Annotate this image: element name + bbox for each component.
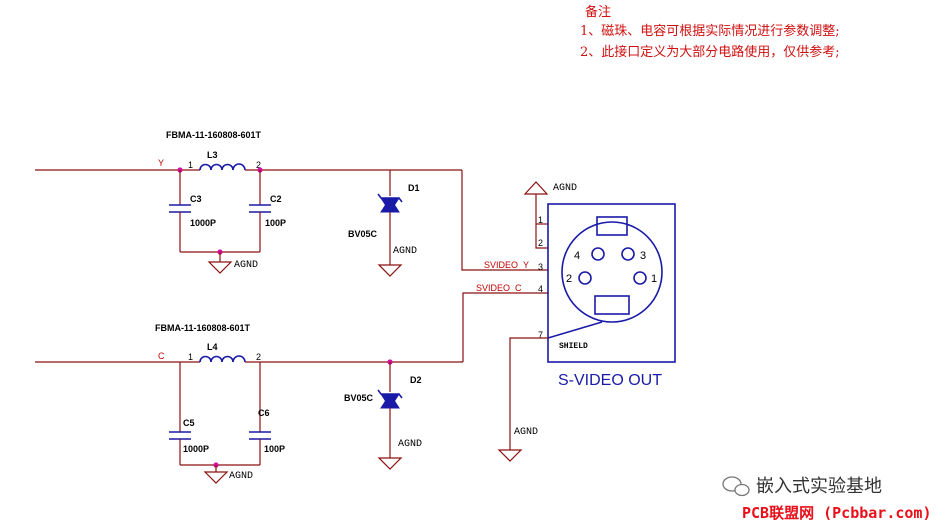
d2-ref-label: D2	[410, 375, 422, 385]
notes-block: 备注 1、磁珠、电容可根据实际情况进行参数调整; 2、此接口定义为大部分电路使用…	[580, 4, 840, 60]
conn-pin-7-label: 7	[538, 330, 543, 340]
shield-leader	[547, 321, 603, 339]
c3-value-label: 1000P	[190, 218, 216, 228]
ground-label: AGND	[234, 260, 258, 271]
l4-pin1-label: 1	[188, 352, 193, 362]
conn-pin-2-label: 2	[538, 238, 543, 248]
ground-label: AGND	[514, 427, 538, 438]
note-line-1: 1、磁珠、电容可根据实际情况进行参数调整;	[580, 23, 840, 39]
ferrite-bead-l3-icon	[199, 163, 246, 171]
ground-label: AGND	[393, 246, 417, 257]
connector-title: S-VIDEO OUT	[558, 372, 662, 389]
ground-icon	[497, 449, 523, 462]
face-pin-3	[621, 247, 635, 261]
ground-icon	[377, 264, 403, 277]
shield-wire	[509, 337, 548, 450]
l4-pin2-label: 2	[256, 352, 261, 362]
tvs-diode-d1-bar	[377, 193, 403, 203]
l3-part-label: FBMA-11-160808-601T	[166, 130, 262, 140]
c6-value-label: 100P	[264, 444, 285, 454]
face-pin-2-label: 2	[566, 273, 572, 285]
c2-value-label: 100P	[265, 218, 286, 228]
l4-ref-label: L4	[207, 342, 218, 352]
ground-icon	[377, 457, 403, 470]
conn-pin-4-label: 4	[538, 284, 543, 294]
watermark-line-1: 嵌入式实验基地	[756, 476, 882, 497]
face-pin-1-label: 1	[651, 273, 657, 285]
c5-value-label: 1000P	[183, 444, 209, 454]
watermark-line-2: PCB联盟网 (Pcbbar.com)	[742, 504, 932, 522]
c-out-wire	[462, 292, 548, 362]
c3-ref-label: C3	[190, 194, 202, 204]
face-pin-4	[591, 247, 605, 261]
ground-label: AGND	[398, 439, 422, 450]
ground-icon	[523, 181, 549, 195]
y-out-wire	[461, 170, 548, 271]
d1-ref-label: D1	[408, 183, 420, 193]
ground-label: AGND	[553, 183, 577, 194]
connector-face	[561, 221, 663, 323]
l3-ref-label: L3	[207, 150, 218, 160]
wechat-icon	[722, 476, 750, 497]
svideo-c-net-label: SVIDEO_C	[476, 283, 522, 293]
face-pin-3-label: 3	[640, 250, 646, 262]
l3-pin2-label: 2	[256, 160, 261, 170]
d1-part-label: BV05C	[348, 229, 378, 239]
l3-pin1-label: 1	[188, 160, 193, 170]
y-channel: Y FBMA-11-160808-601T L3 1 2 C3 1000P C2…	[35, 130, 548, 277]
shield-label: SHIELD	[559, 342, 588, 351]
ground-icon	[203, 471, 229, 484]
y-net-label: Y	[158, 158, 164, 168]
ferrite-bead-l4-icon	[199, 355, 246, 363]
face-pin-2	[578, 271, 592, 285]
conn-pin-1-label: 1	[538, 215, 543, 225]
conn-pin-3-label: 3	[538, 262, 543, 272]
notes-title: 备注	[585, 4, 611, 20]
ground-label: AGND	[229, 471, 253, 482]
face-pin-1	[633, 271, 647, 285]
watermark: 嵌入式实验基地 PCB联盟网 (Pcbbar.com)	[722, 476, 932, 522]
c2-ref-label: C2	[270, 194, 282, 204]
c6-ref-label: C6	[258, 408, 270, 418]
svideo-y-net-label: SVIDEO_Y	[484, 260, 529, 270]
c-channel: C FBMA-11-160808-601T L4 1 2 C5 1000P C6…	[35, 283, 548, 484]
d2-part-label: BV05C	[344, 393, 374, 403]
note-line-2: 2、此接口定义为大部分电路使用，仅供参考;	[580, 44, 840, 60]
pin2-wire	[535, 194, 548, 249]
c-net-label: C	[158, 351, 165, 361]
ground-icon	[207, 261, 233, 274]
connector-key-bottom	[594, 295, 630, 315]
c5-ref-label: C5	[183, 418, 195, 428]
connector-key-top	[596, 216, 628, 236]
face-pin-4-label: 4	[574, 250, 580, 262]
l4-part-label: FBMA-11-160808-601T	[155, 323, 251, 333]
tvs-diode-d2-bar	[377, 389, 403, 399]
connector-body	[547, 203, 676, 363]
svideo-connector: AGND 1 2 3 4 7 AGND SHIELD 4 3 2 1 S-VID…	[497, 181, 676, 462]
